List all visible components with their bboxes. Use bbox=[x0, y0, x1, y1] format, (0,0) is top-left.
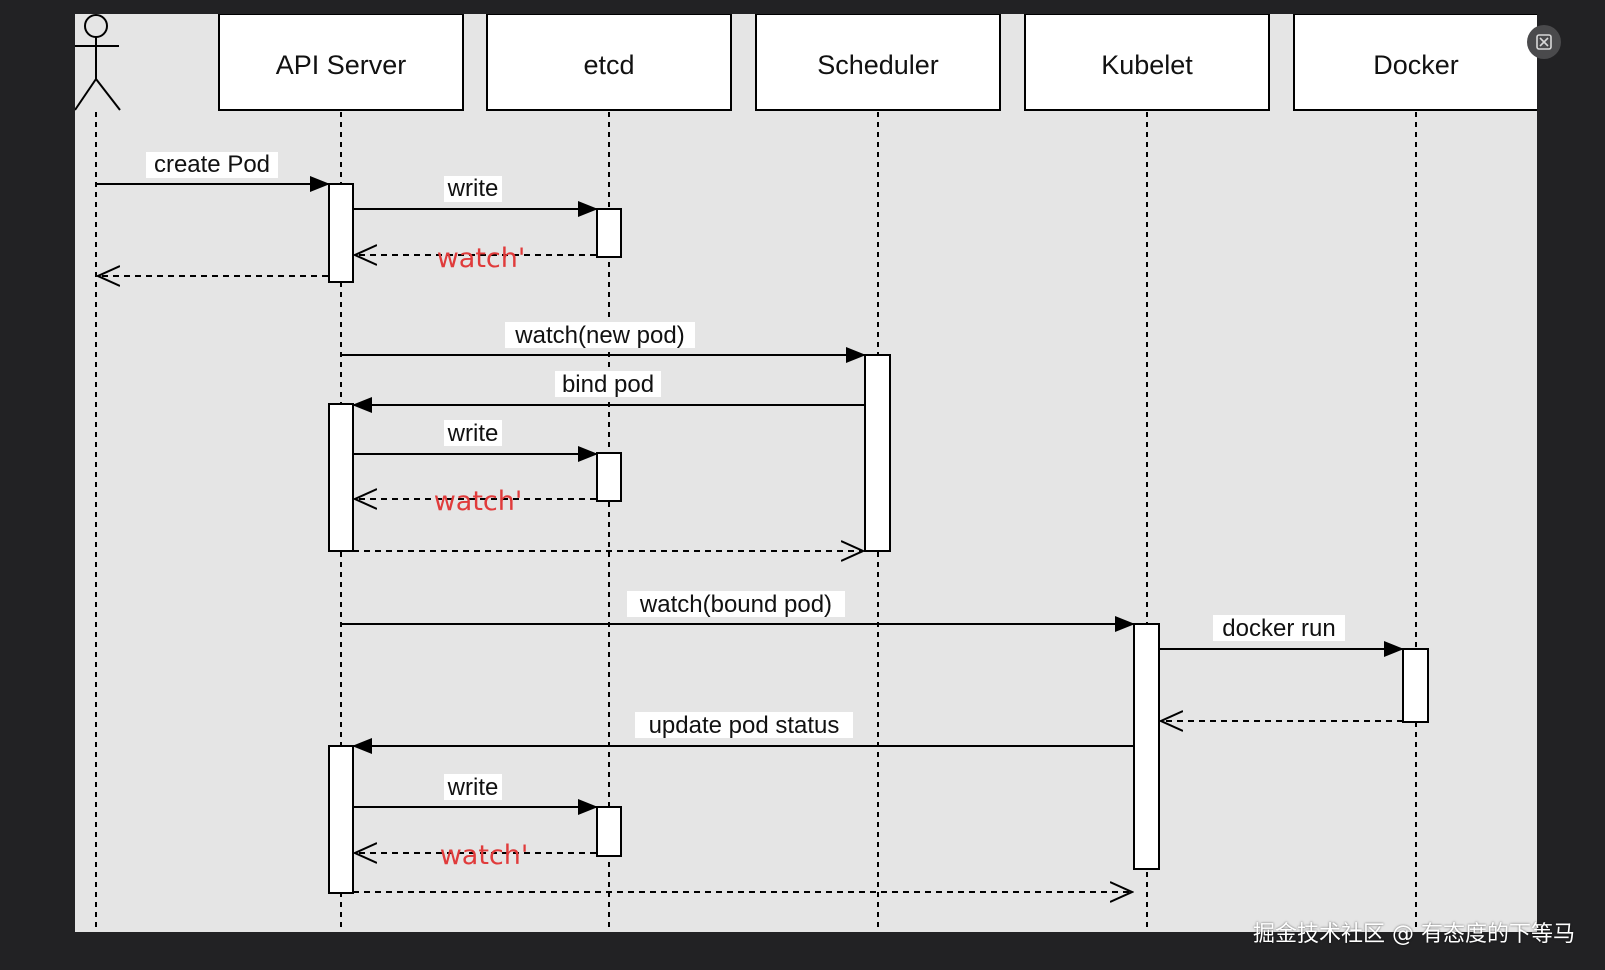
user-actor-icon bbox=[75, 14, 121, 111]
participant-scheduler: Scheduler bbox=[755, 14, 1001, 111]
sequence-diagram: API Server etcd Scheduler Kubelet Docker bbox=[75, 14, 1537, 932]
activation-kubelet bbox=[1133, 623, 1160, 870]
message-label-create-pod: create Pod bbox=[154, 151, 270, 178]
messages bbox=[96, 176, 1404, 892]
activation-etcd-1 bbox=[596, 208, 622, 258]
message-labels: create Pod write watch' watch(new pod) b… bbox=[146, 151, 1345, 871]
activation-api-3 bbox=[328, 745, 354, 894]
participant-label: Scheduler bbox=[817, 50, 939, 80]
message-label-watch-new-pod: watch(new pod) bbox=[514, 322, 684, 349]
close-preview-button[interactable] bbox=[1527, 25, 1561, 59]
message-label-watch: watch' bbox=[440, 840, 529, 871]
participant-docker: Docker bbox=[1293, 14, 1537, 111]
message-label-write: write bbox=[447, 420, 499, 447]
message-label-write: write bbox=[447, 175, 499, 202]
activation-scheduler bbox=[864, 354, 891, 552]
participant-etcd: etcd bbox=[486, 14, 732, 111]
message-label-bind-pod: bind pod bbox=[562, 371, 654, 398]
message-label-watch-bound-pod: watch(bound pod) bbox=[639, 591, 832, 618]
message-label-watch: watch' bbox=[437, 243, 526, 274]
participant-label: Docker bbox=[1373, 50, 1459, 80]
participant-label: Kubelet bbox=[1101, 50, 1193, 80]
participant-api-server: API Server bbox=[218, 14, 464, 111]
participant-label: etcd bbox=[583, 50, 634, 80]
activation-docker bbox=[1402, 648, 1429, 723]
message-label-update-pod-status: update pod status bbox=[649, 712, 840, 739]
participant-kubelet: Kubelet bbox=[1024, 14, 1270, 111]
activation-etcd-2 bbox=[596, 452, 622, 502]
message-label-docker-run: docker run bbox=[1222, 615, 1335, 642]
activation-bars bbox=[328, 183, 1429, 894]
message-label-watch: watch' bbox=[434, 486, 523, 517]
activation-api-2 bbox=[328, 403, 354, 552]
watermark: 掘金技术社区 @ 有态度的下等马 bbox=[1253, 922, 1575, 947]
close-icon bbox=[1536, 34, 1552, 50]
activation-etcd-3 bbox=[596, 806, 622, 857]
diagram-background bbox=[75, 14, 1537, 932]
message-label-write: write bbox=[447, 774, 499, 801]
participant-label: API Server bbox=[276, 50, 407, 80]
activation-api-1 bbox=[328, 183, 354, 283]
